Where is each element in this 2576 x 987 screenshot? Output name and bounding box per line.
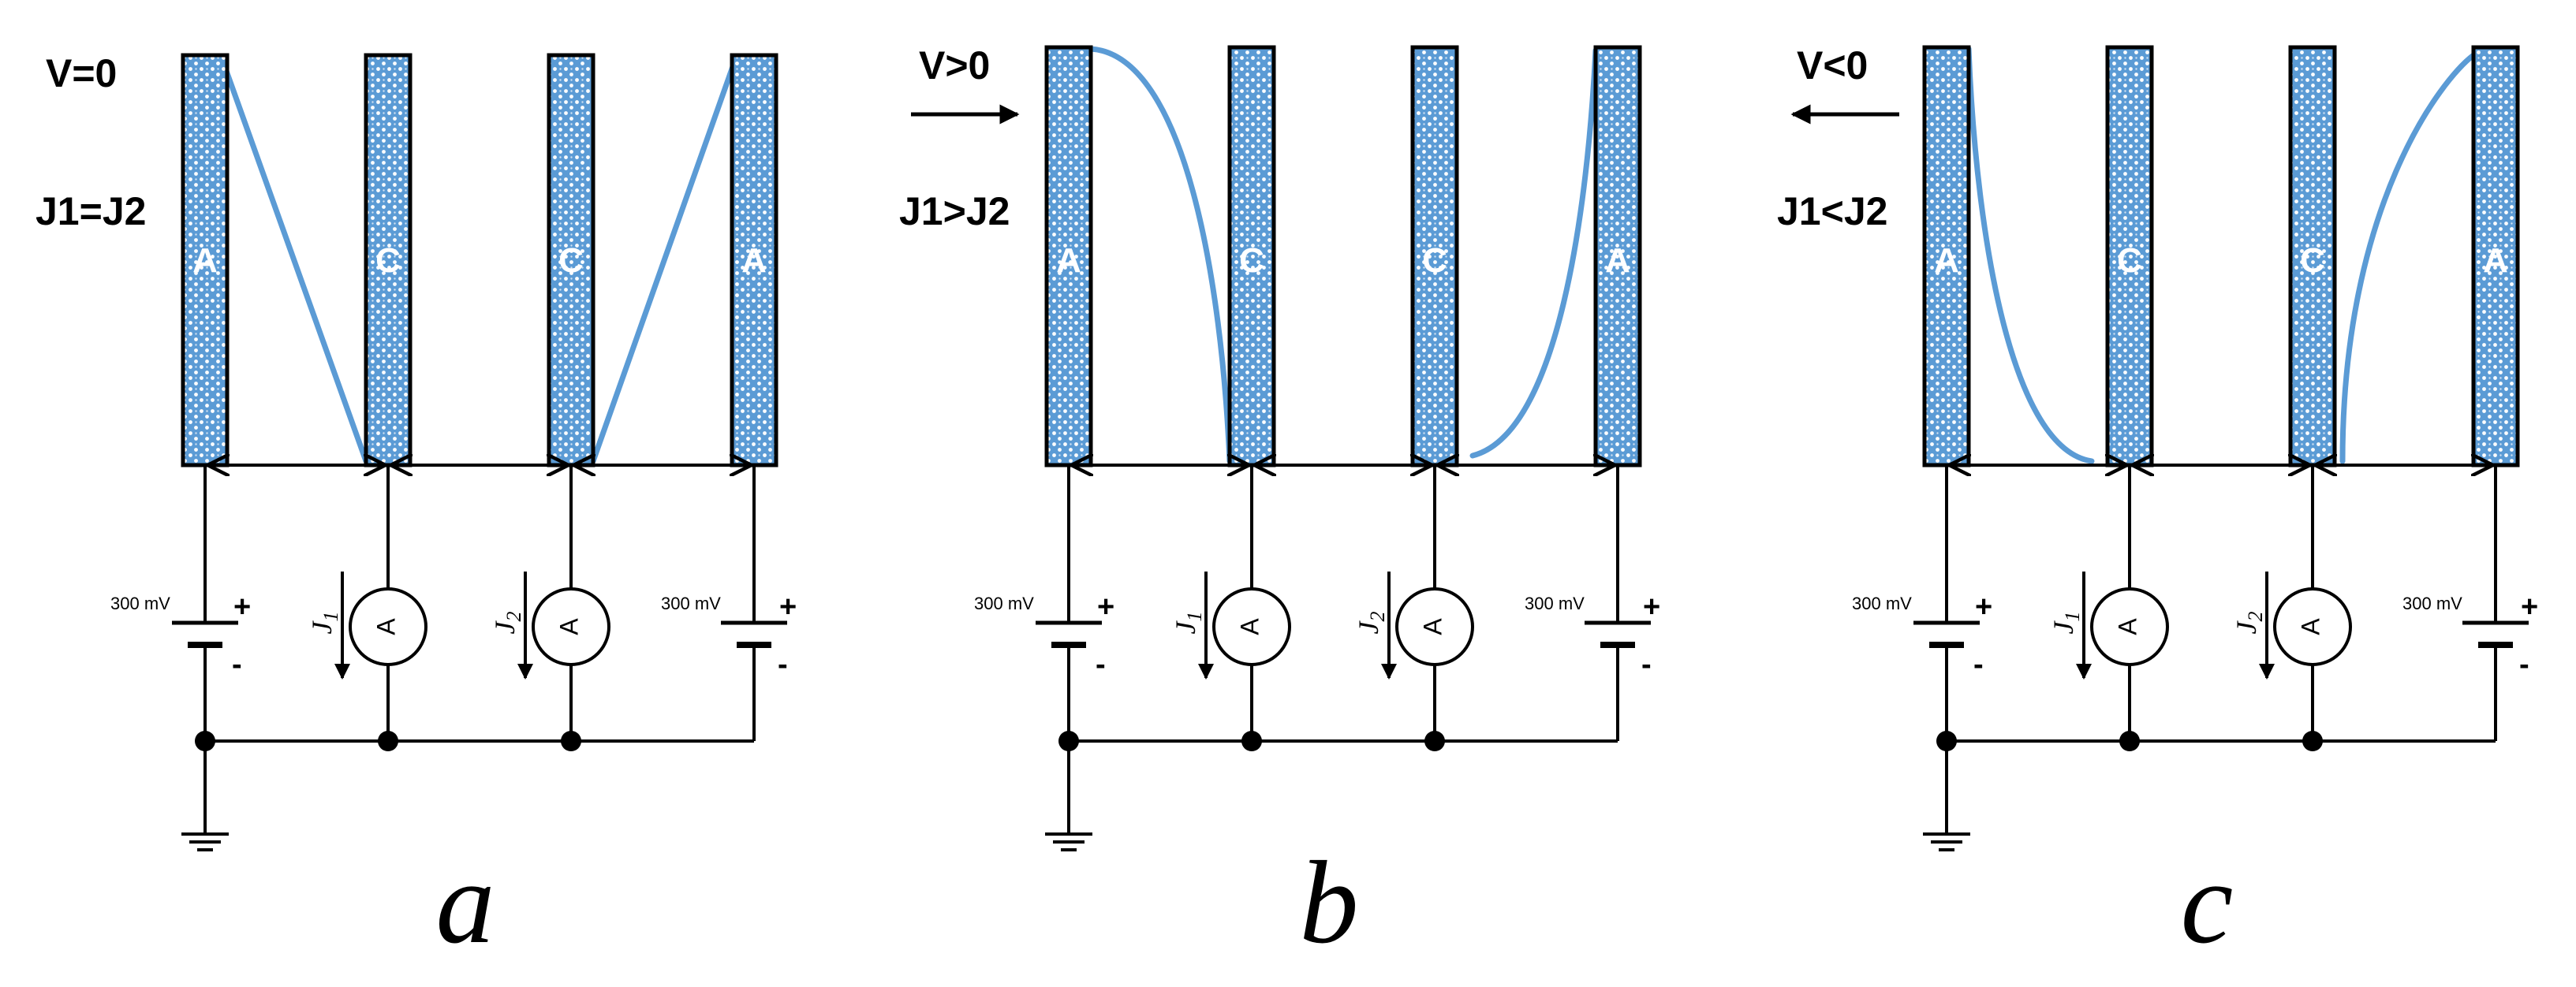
panel-b: V>0J1>J2A C C A 300 mV + - 300 mV + - A J1 A J2 b	[899, 43, 1660, 968]
electrode-2	[2105, 45, 2154, 467]
electrode-label: C	[1422, 241, 1447, 280]
electrode-label: A	[1605, 241, 1630, 280]
battery-plus-right: +	[1643, 590, 1660, 624]
j2-label: J2	[1353, 612, 1389, 635]
electrode-label: A	[1056, 241, 1081, 280]
concentration-profile-right	[590, 57, 738, 464]
electrode-label: C	[375, 241, 401, 280]
panel-a: V=0J1=J2A C C A 300 mV + - 300 mV + - A J1 A J2 a	[35, 51, 797, 968]
current-relation-label: J1=J2	[35, 189, 146, 233]
battery-plus-right: +	[779, 590, 797, 624]
ammeter-label: A	[2113, 618, 2141, 635]
electrode-label: C	[1239, 241, 1264, 280]
voltage-label: V>0	[919, 43, 990, 88]
concentration-profile-left	[1088, 46, 1233, 464]
ammeter-label: A	[1235, 618, 1264, 635]
concentration-profile-left	[1966, 46, 2095, 464]
panel-label: c	[2181, 837, 2234, 968]
battery-voltage-right: 300 mV	[2402, 594, 2462, 613]
j2-label: J2	[489, 612, 525, 635]
electrode-label: C	[2300, 241, 2325, 280]
battery-voltage-left: 300 mV	[1852, 594, 1912, 613]
electrode-label: C	[2117, 241, 2142, 280]
concentration-profile-right	[2339, 52, 2477, 464]
electrode-4	[730, 53, 778, 467]
electrode-3	[2288, 45, 2337, 467]
j1-label: J1	[2048, 612, 2084, 635]
panel-c: V<0J1<J2A C C A 300 mV + - 300 mV + - A J1 A J2 c	[1777, 43, 2538, 968]
battery-minus-right: -	[1641, 648, 1652, 681]
battery-minus-left: -	[1096, 648, 1106, 681]
panel-label: b	[1300, 837, 1359, 968]
battery-voltage-left: 300 mV	[110, 594, 170, 613]
battery-plus-left: +	[233, 590, 251, 624]
battery-minus-left: -	[1973, 648, 1984, 681]
voltage-label: V<0	[1797, 43, 1868, 88]
battery-plus-right: +	[2521, 590, 2538, 624]
electrode-4	[2471, 45, 2520, 467]
ammeter-label: A	[371, 618, 400, 635]
panel-label: a	[436, 837, 495, 968]
current-relation-label: J1>J2	[899, 189, 1010, 233]
battery-plus-left: +	[1975, 590, 1992, 624]
electrode-label: A	[1934, 241, 1959, 280]
j1-label: J1	[306, 612, 342, 635]
j1-label: J1	[1170, 612, 1206, 635]
electrode-label: A	[192, 241, 218, 280]
electrode-label: A	[2483, 241, 2508, 280]
battery-voltage-right: 300 mV	[1525, 594, 1585, 613]
concentration-profile-left	[219, 57, 369, 464]
battery-voltage-right: 300 mV	[661, 594, 721, 613]
voltage-label: V=0	[46, 51, 117, 95]
battery-minus-right: -	[778, 648, 788, 681]
electrode-label: C	[558, 241, 584, 280]
electrode-4	[1593, 45, 1642, 467]
j2-label: J2	[2231, 612, 2267, 635]
battery-plus-left: +	[1097, 590, 1114, 624]
electrode-label: A	[741, 241, 767, 280]
battery-minus-right: -	[2519, 648, 2529, 681]
concentration-profile-right	[1469, 47, 1599, 459]
ammeter-label: A	[554, 618, 583, 635]
battery-voltage-left: 300 mV	[974, 594, 1034, 613]
ammeter-label: A	[1418, 618, 1447, 635]
current-relation-label: J1<J2	[1777, 189, 1887, 233]
battery-minus-left: -	[232, 648, 242, 681]
electrode-1	[1922, 45, 1971, 467]
ammeter-label: A	[2296, 618, 2324, 635]
